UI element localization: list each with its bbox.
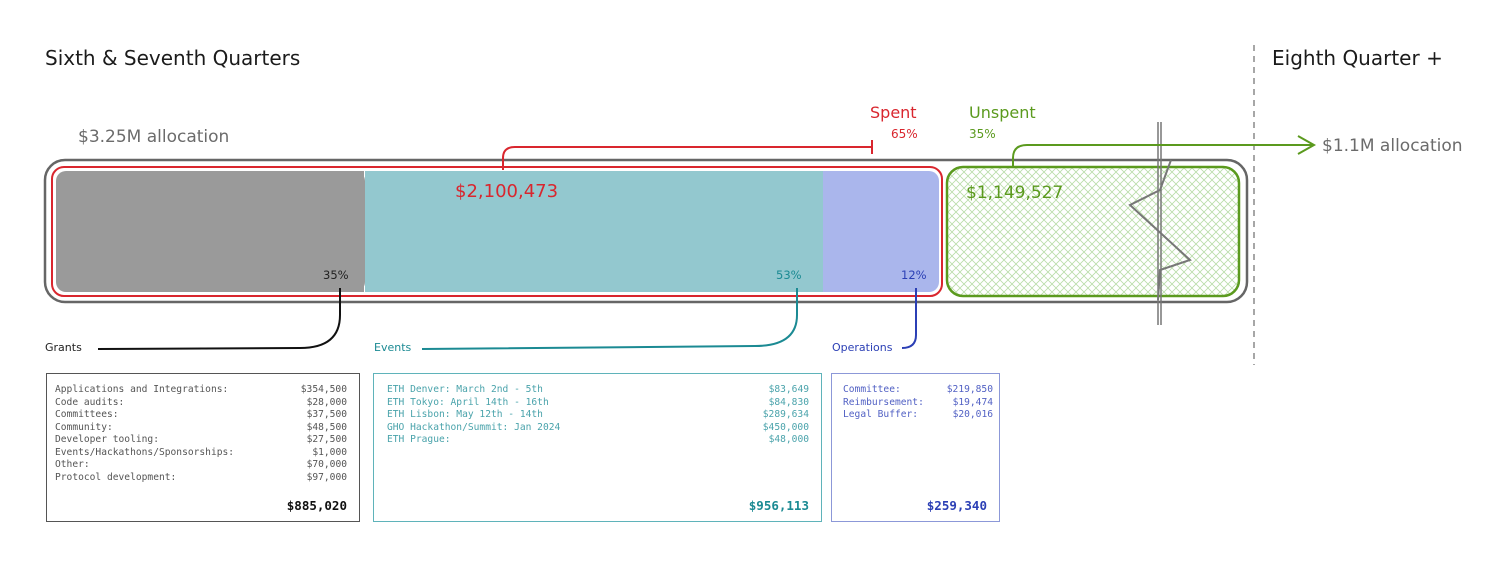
grants-segment-join — [340, 171, 364, 292]
unspent-box — [945, 165, 1241, 298]
events-row-item: ETH Prague: — [387, 434, 451, 445]
events-row-item: GHO Hackathon/Summit: Jan 2024 — [387, 421, 561, 433]
main-allocation-label: $3.25M allocation — [78, 127, 230, 147]
spent-percent: 65% — [891, 127, 918, 141]
grants-row-item: Events/Hackathons/Sponsorships: — [55, 446, 235, 458]
operations-row: Reimbursement: $19,474 — [843, 397, 993, 410]
unspent-amount: $1,149,527 — [966, 183, 1064, 203]
next-allocation-label: $1.1M allocation — [1322, 136, 1463, 156]
spent-bracket — [502, 146, 872, 170]
events-row: ETH Denver: March 2nd - 5th $83,649 — [387, 384, 809, 397]
events-row: GHO Hackathon/Summit: Jan 2024 $450,000 — [387, 422, 809, 435]
events-row-amount: $84,830 — [768, 396, 809, 408]
grants-percent: 35% — [323, 268, 349, 282]
grants-row: Code audits: $28,000 — [55, 397, 347, 410]
operations-row-item: Committee: — [843, 384, 901, 395]
unspent-percent: 35% — [969, 127, 996, 141]
grants-row-item: Committees: — [55, 409, 119, 420]
operations-row-amount: $219,850 — [946, 384, 993, 395]
grants-row: Applications and Integrations: $354,500 — [55, 384, 347, 397]
grants-row-item: Developer tooling: — [55, 434, 159, 445]
grants-row: Events/Hackathons/Sponsorships: $1,000 — [55, 447, 347, 460]
unspent-label: Unspent — [969, 103, 1036, 122]
spent-amount: $2,100,473 — [455, 181, 559, 202]
events-row-item: ETH Denver: March 2nd - 5th — [387, 384, 543, 395]
grants-connector — [97, 288, 341, 350]
grants-row: Protocol development: $97,000 — [55, 472, 347, 485]
operations-row-amount: $19,474 — [952, 396, 993, 408]
grants-row-amount: $48,500 — [306, 421, 347, 433]
unspent-arrow-head — [1297, 135, 1317, 155]
break-zigzag — [1128, 159, 1192, 301]
operations-segment-join — [823, 171, 843, 292]
events-row-item: ETH Lisbon: May 12th - 14th — [387, 409, 543, 420]
section-title-left: Sixth & Seventh Quarters — [45, 46, 301, 70]
grants-row-item: Applications and Integrations: — [55, 384, 229, 395]
events-total: $956,113 — [748, 498, 809, 513]
grants-row-amount: $97,000 — [306, 471, 347, 483]
operations-connector — [901, 288, 917, 349]
operations-total: $259,340 — [926, 498, 987, 513]
operations-row-item: Reimbursement: — [843, 396, 924, 408]
operations-row-item: Legal Buffer: — [843, 409, 919, 420]
grants-row-item: Other: — [55, 459, 90, 470]
spent-outline — [51, 166, 943, 297]
grants-label: Grants — [45, 341, 82, 354]
grants-row-amount: $70,000 — [306, 459, 347, 470]
operations-segment — [833, 171, 939, 292]
grants-segment — [56, 171, 365, 292]
grants-row-amount: $37,500 — [306, 409, 347, 420]
events-connector — [421, 288, 798, 350]
events-label: Events — [374, 341, 412, 354]
events-row-amount: $83,649 — [768, 384, 809, 395]
grants-row-item: Protocol development: — [55, 471, 177, 483]
operations-row: Committee: $219,850 — [843, 384, 993, 397]
operations-percent: 12% — [901, 268, 927, 282]
events-percent: 53% — [776, 268, 802, 282]
events-row-amount: $450,000 — [762, 421, 809, 433]
grants-row-amount: $354,500 — [300, 384, 347, 395]
unspent-arrow — [1012, 144, 1312, 167]
operations-label: Operations — [832, 341, 893, 354]
events-row-item: ETH Tokyo: April 14th - 16th — [387, 396, 549, 408]
grants-row-amount: $27,500 — [306, 434, 347, 445]
grants-row-amount: $28,000 — [306, 396, 347, 408]
events-row-amount: $48,000 — [768, 434, 809, 445]
operations-row-amount: $20,016 — [952, 409, 993, 420]
section-title-right: Eighth Quarter + — [1272, 46, 1443, 70]
grants-row: Other: $70,000 — [55, 459, 347, 472]
events-row: ETH Tokyo: April 14th - 16th $84,830 — [387, 397, 809, 410]
grants-row-item: Code audits: — [55, 396, 125, 408]
allocation-container — [43, 158, 1249, 304]
grants-row: Developer tooling: $27,500 — [55, 434, 347, 447]
grants-row-amount: $1,000 — [312, 446, 347, 458]
grants-row: Committees: $37,500 — [55, 409, 347, 422]
events-row: ETH Prague: $48,000 — [387, 434, 809, 447]
spent-label: Spent — [870, 103, 917, 122]
grants-row-item: Community: — [55, 421, 113, 433]
operations-row: Legal Buffer: $20,016 — [843, 409, 993, 422]
grants-row: Community: $48,500 — [55, 422, 347, 435]
events-row: ETH Lisbon: May 12th - 14th $289,634 — [387, 409, 809, 422]
events-segment — [365, 171, 833, 292]
events-row-amount: $289,634 — [762, 409, 809, 420]
grants-total: $885,020 — [286, 498, 347, 513]
